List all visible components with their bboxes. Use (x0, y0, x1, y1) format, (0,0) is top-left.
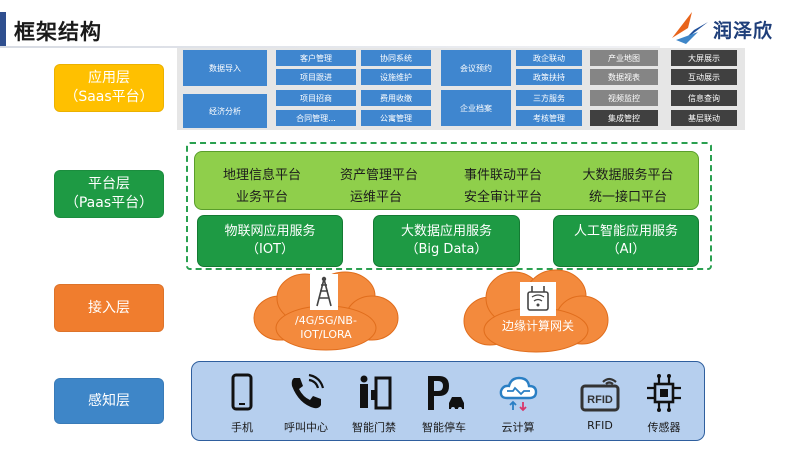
paas-platform-item: 安全审计平台 (463, 190, 543, 205)
layer-label-paas: 平台层 （Paas平台） (54, 170, 164, 218)
rfid-icon: RFID (580, 377, 620, 412)
service-iot-sub: （IOT） (245, 242, 294, 257)
sense-item-access-control: 智能门禁 (344, 372, 404, 435)
app-module: 费用收缴 (361, 90, 431, 106)
layer-app-title: 应用层 (88, 70, 130, 86)
service-bigdata-name: 大数据应用服务 (400, 224, 492, 239)
sense-label: 呼叫中心 (284, 421, 328, 434)
app-module: 项目招商 (276, 90, 356, 106)
service-iot: 物联网应用服务 （IOT） (197, 215, 343, 267)
paas-platform-item: 运维平台 (349, 190, 403, 205)
app-module: 政企联动 (516, 50, 582, 66)
layer-label-access: 接入层 (54, 284, 164, 332)
network-protocols-text: /4G/5G/NB-IOT/LORA (295, 314, 357, 341)
service-ai-name: 人工智能应用服务 (573, 224, 678, 239)
app-module: 三方服务 (516, 90, 582, 106)
access-control-icon (360, 375, 392, 410)
layer-label-app: 应用层 （Saas平台） (54, 64, 164, 112)
title-accent-bar (0, 12, 6, 46)
app-module: 数据视表 (590, 69, 658, 85)
paas-platform-item: 事件联动平台 (463, 168, 543, 183)
sense-label: 传感器 (647, 421, 681, 434)
service-ai: 人工智能应用服务 （AI） (553, 215, 699, 267)
service-iot-name: 物联网应用服务 (224, 224, 316, 239)
layer-label-sense: 感知层 (54, 378, 164, 424)
parking-icon (428, 376, 464, 411)
call-center-icon (291, 373, 325, 409)
app-module: 设施维护 (361, 69, 431, 85)
app-module: 协同系统 (361, 50, 431, 66)
app-module: 基层联动 (671, 110, 737, 126)
sense-item-cloud: 云计算 (488, 372, 548, 435)
service-bigdata-sub: （Big Data） (405, 242, 488, 257)
app-module-panel: 数据导入 经济分析 客户管理 项目跟进 项目招商 合同管理... 协同系统 设施… (177, 48, 745, 130)
service-bigdata: 大数据应用服务 （Big Data） (373, 215, 520, 267)
paas-boundary (186, 142, 712, 270)
sense-item-parking: 智能停车 (414, 372, 474, 435)
layer-paas-title: 平台层 (88, 176, 130, 192)
layer-sense-title: 感知层 (88, 392, 130, 409)
app-module: 信息查询 (671, 90, 737, 106)
sense-label: 云计算 (501, 421, 535, 434)
service-ai-sub: （AI） (606, 242, 646, 257)
app-module: 合同管理... (276, 110, 356, 126)
sensor-icon (647, 374, 681, 412)
app-module: 考核管理 (516, 110, 582, 126)
sense-item-sensor: 传感器 (634, 372, 694, 435)
layer-paas-subtitle: （Paas平台） (64, 195, 154, 211)
app-module: 会议预约 (441, 50, 511, 86)
paas-platform-item: 资产管理平台 (339, 168, 419, 183)
logo-mark-icon (672, 12, 708, 44)
sense-label: RFID (587, 419, 613, 432)
svg-text:RFID: RFID (587, 394, 613, 406)
app-module: 大屏展示 (671, 50, 737, 66)
paas-platform-item: 地理信息平台 (222, 168, 302, 183)
sense-item-rfid: RFID RFID (570, 372, 630, 432)
app-module: 企业档案 (441, 90, 511, 126)
gateway-device-icon (520, 282, 556, 316)
phone-icon (231, 373, 253, 411)
paas-platform-item: 统一接口平台 (588, 190, 668, 205)
signal-tower-icon (310, 274, 338, 310)
page-title: 框架结构 (14, 20, 102, 44)
app-module: 集成管控 (590, 110, 658, 126)
app-module: 客户管理 (276, 50, 356, 66)
app-module: 产业地图 (590, 50, 658, 66)
app-module: 公寓管理 (361, 110, 431, 126)
gateway-text: 边缘计算网关 (501, 319, 574, 333)
header-divider (0, 46, 660, 48)
app-module: 项目跟进 (276, 69, 356, 85)
app-module: 互动展示 (671, 69, 737, 85)
paas-platform-box (194, 151, 699, 210)
sense-label: 智能停车 (422, 421, 466, 434)
logo-text: 润泽欣 (713, 20, 774, 42)
app-module: 政策扶持 (516, 69, 582, 85)
sense-item-call-center: 呼叫中心 (276, 372, 336, 435)
layer-access-title: 接入层 (88, 299, 130, 316)
layer-app-subtitle: （Saas平台） (64, 89, 154, 105)
paas-platform-item: 大数据服务平台 (582, 168, 674, 183)
cloud-computing-icon (499, 376, 538, 412)
sense-item-phone: 手机 (212, 372, 272, 435)
sense-label: 智能门禁 (352, 421, 396, 434)
company-logo: 润泽欣 (668, 8, 798, 48)
app-module: 视频监控 (590, 90, 658, 106)
paas-platform-item: 业务平台 (235, 190, 289, 205)
app-module: 数据导入 (183, 50, 267, 86)
app-module: 经济分析 (183, 94, 267, 128)
sense-label: 手机 (231, 421, 253, 434)
